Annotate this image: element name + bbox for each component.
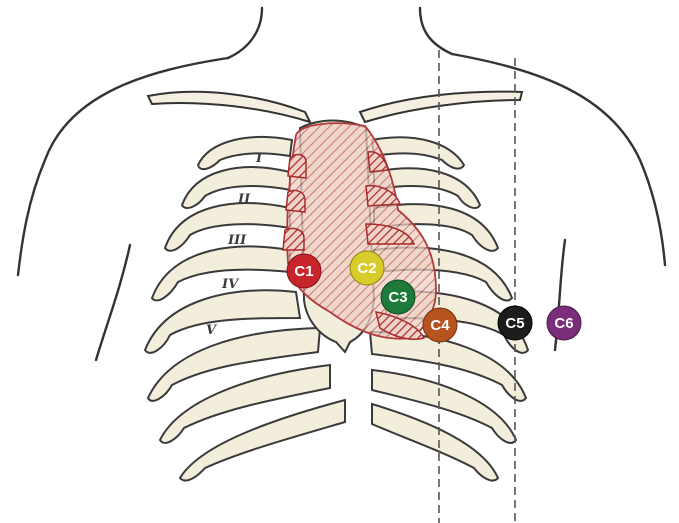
rib-label-ii: II: [237, 192, 251, 207]
electrode-c6-label: C6: [554, 315, 573, 332]
electrode-c2: C2: [350, 251, 384, 285]
electrode-c4: C4: [423, 308, 457, 342]
electrode-c3-label: C3: [388, 289, 407, 306]
left-shoulder-outline: [18, 58, 228, 275]
electrode-c1: C1: [287, 254, 321, 288]
electrode-c3: C3: [381, 280, 415, 314]
neck-right-line: [420, 8, 452, 54]
electrode-c5: C5: [498, 306, 532, 340]
electrode-c1-label: C1: [294, 263, 313, 280]
electrode-c6: C6: [547, 306, 581, 340]
rib-label-iii: III: [227, 233, 247, 248]
right-clavicle: [360, 92, 522, 122]
left-arm-inner-line: [96, 245, 130, 360]
electrode-c4-label: C4: [430, 317, 450, 334]
rib-label-iv: IV: [221, 277, 240, 292]
left-rib-2: [182, 167, 290, 208]
left-clavicle: [148, 92, 310, 122]
rib-label-v: V: [206, 323, 218, 338]
neck-left-line: [228, 8, 262, 58]
electrode-c2-label: C2: [357, 260, 376, 277]
rib-label-i: I: [255, 151, 263, 166]
left-rib-1: [198, 137, 292, 169]
clavicles: [148, 92, 522, 122]
electrode-c5-label: C5: [505, 315, 524, 332]
